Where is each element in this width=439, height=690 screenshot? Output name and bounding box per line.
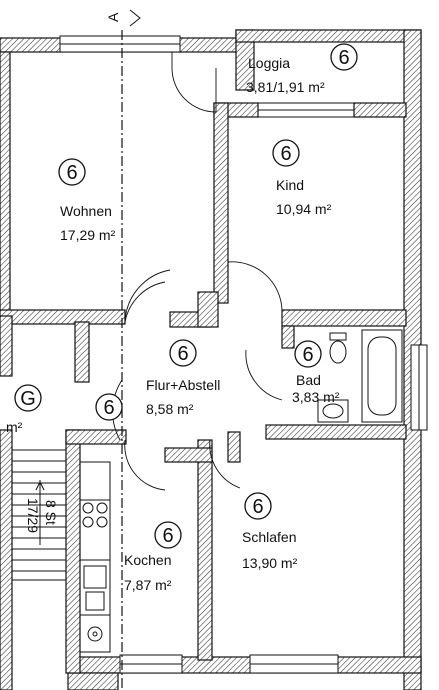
stair-dims: 17/29 <box>25 498 41 533</box>
badge-left: G <box>20 388 36 410</box>
badge-kochen: 6 <box>162 525 173 547</box>
room-badges <box>14 43 358 549</box>
toilet <box>329 332 347 364</box>
badge-schlafen: 6 <box>252 496 263 518</box>
door-swings <box>112 52 283 491</box>
room-area-wohnen: 17,29 m² <box>60 227 116 243</box>
interior-walls <box>0 51 407 661</box>
room-area-schlafen: 13,90 m² <box>242 555 298 571</box>
windows <box>59 35 428 674</box>
room-name-kind: Kind <box>276 177 304 193</box>
stove <box>82 502 108 528</box>
washbasin <box>317 399 349 423</box>
badge-loggia: 6 <box>338 47 349 69</box>
bathtub <box>361 329 403 423</box>
room-area-loggia: 3,81/1,91 m² <box>246 79 325 95</box>
badge-flur-extra: 6 <box>103 397 114 419</box>
sink <box>83 565 107 611</box>
room-name-flur: Flur+Abstell <box>146 377 220 393</box>
room-name-wohnen: Wohnen <box>60 203 112 219</box>
room-name-loggia: Loggia <box>248 55 290 71</box>
badge-flur: 6 <box>177 343 188 365</box>
staircase <box>0 429 67 690</box>
badge-bad: 6 <box>302 344 313 366</box>
section-line <box>121 9 141 690</box>
section-marker: A <box>105 12 121 22</box>
stair-label: 8 St <box>43 500 59 525</box>
left-unit-partial: m² <box>6 419 23 435</box>
badge-kind: 6 <box>280 143 291 165</box>
room-name-bad: Bad <box>296 372 321 388</box>
room-area-kochen: 7,87 m² <box>124 577 172 593</box>
room-area-bad: 3,83 m² <box>292 389 340 405</box>
room-area-flur: 8,58 m² <box>146 401 194 417</box>
room-name-schlafen: Schlafen <box>242 529 296 545</box>
badge-wohnen: 6 <box>66 162 77 184</box>
kitchen-counter <box>79 461 111 653</box>
kitchen-appliance <box>87 626 103 642</box>
room-name-kochen: Kochen <box>124 552 171 568</box>
room-area-kind: 10,94 m² <box>276 201 332 217</box>
